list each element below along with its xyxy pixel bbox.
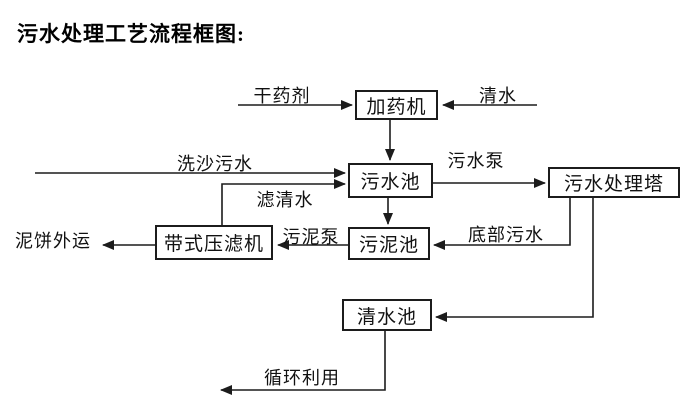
edge-tower-to-clear-water-pool <box>435 198 594 322</box>
node-belt-filter-press: 带式压滤机 <box>155 225 273 260</box>
edge-clear-water-pool-to-recycle <box>220 331 386 395</box>
label-filtered-water: 滤清水 <box>256 190 314 210</box>
node-treatment-tower: 污水处理塔 <box>548 167 680 198</box>
label-clear-water: 清水 <box>479 86 517 106</box>
node-sewage-pool: 污水池 <box>348 163 433 198</box>
label-sewage-pump: 污水泵 <box>447 151 505 171</box>
label-sludge-pump: 污泥泵 <box>282 227 340 247</box>
page-title: 污水处理工艺流程框图: <box>17 22 245 46</box>
label-dry-agent: 干药剂 <box>253 86 311 106</box>
label-bottom-sewage: 底部污水 <box>468 225 544 245</box>
node-clear-water-pool: 清水池 <box>342 299 432 331</box>
edge-filtered-water-press-to-sewage-pool <box>221 179 346 225</box>
node-dosing-machine: 加药机 <box>355 90 438 120</box>
node-sludge-pool: 污泥池 <box>348 227 430 260</box>
label-recycle: 循环利用 <box>264 368 340 388</box>
label-sand-washing-sewage: 洗沙污水 <box>177 154 253 174</box>
label-mud-cake-out: 泥饼外运 <box>15 231 91 251</box>
edge-tower-bottom-sewage-to-sludge-pool <box>433 198 571 250</box>
